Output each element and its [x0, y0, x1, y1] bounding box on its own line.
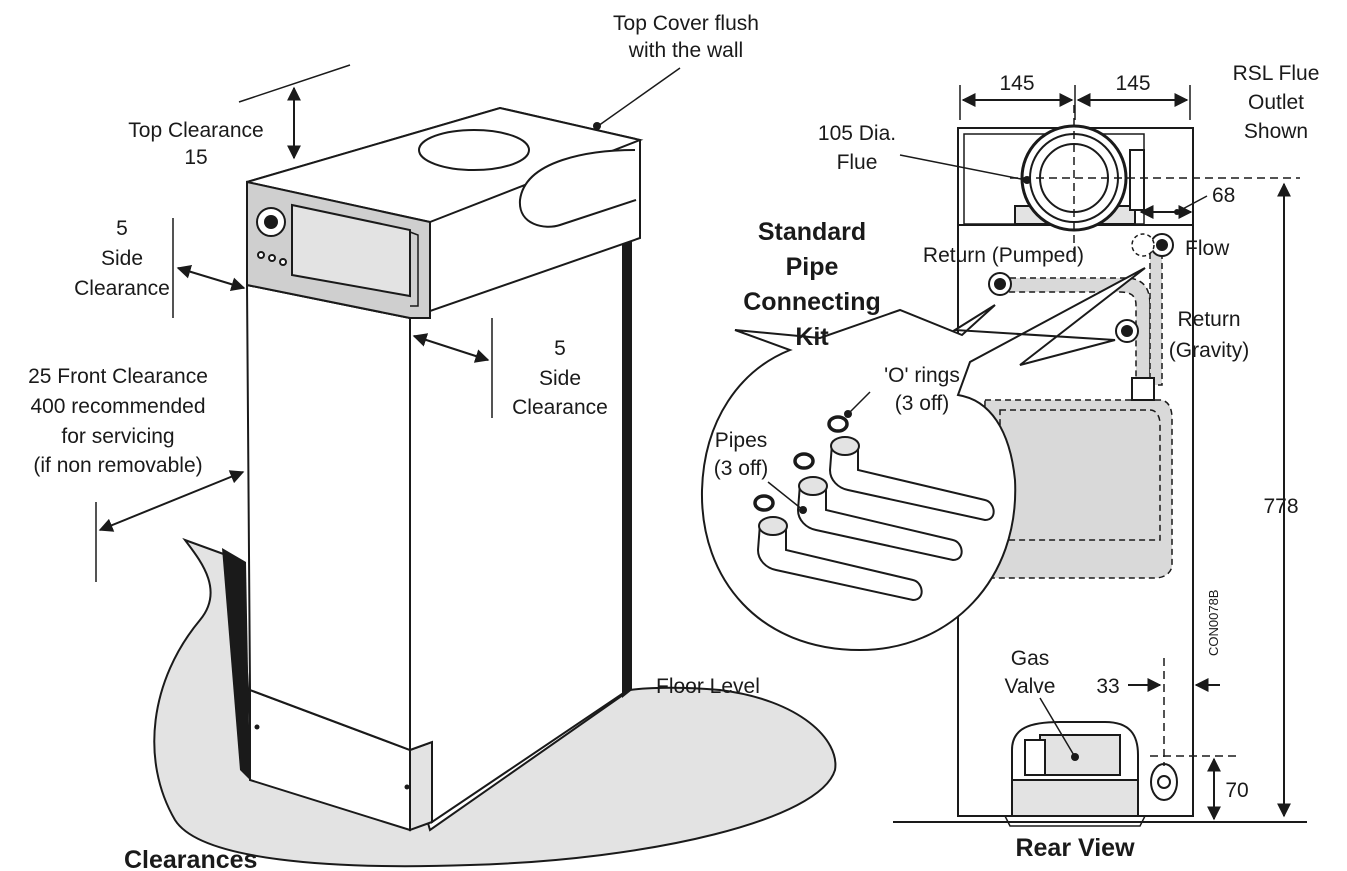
side-clearance-left-1: 5: [116, 217, 128, 240]
return-pumped-label: Return (Pumped): [923, 244, 1084, 267]
kit-title-3: Connecting: [743, 288, 881, 316]
rsl-label-3: Shown: [1244, 120, 1308, 143]
side-recess: [518, 149, 637, 228]
front-clearance-4: (if non removable): [33, 454, 202, 477]
flue-label-2: Flue: [837, 151, 878, 174]
gas-valve: [1011, 721, 1139, 817]
kit-title-1: Standard: [758, 218, 866, 246]
return-gravity-label-2: (Gravity): [1169, 339, 1250, 362]
pipes-label-1: Pipes: [715, 429, 768, 452]
dim-778: 778: [1263, 495, 1298, 518]
dim-33: 33: [1096, 675, 1119, 698]
return-gravity-label-1: Return: [1177, 308, 1240, 331]
side-clearance-left-3: Clearance: [74, 277, 170, 300]
gas-inlet: [1150, 763, 1178, 801]
o-rings-label-1: 'O' rings: [884, 364, 960, 387]
gas-valve-label-2: Valve: [1005, 675, 1056, 698]
flow-label: Flow: [1185, 237, 1230, 260]
flue-label-1: 105 Dia.: [818, 122, 896, 145]
dim-70: 70: [1225, 779, 1248, 802]
kit-title-2: Pipe: [786, 253, 839, 281]
drawing-code: CON0078B: [1206, 590, 1221, 656]
boiler-front-panel: [245, 283, 411, 752]
return-pumped-fitting: [988, 272, 1012, 296]
front-clearance-3: for servicing: [61, 425, 174, 448]
side-clearance-right-1: 5: [554, 337, 566, 360]
dim-145-right: 145: [1115, 72, 1150, 95]
top-cover-oval: [418, 129, 530, 171]
top-cover-label-2: with the wall: [628, 39, 743, 62]
gas-valve-label-1: Gas: [1011, 647, 1050, 670]
side-clearance-right-2: Side: [539, 367, 581, 390]
kit-o-rings: [753, 415, 849, 512]
callout-bubble: [700, 267, 1146, 652]
side-clearance-left-2: Side: [101, 247, 143, 270]
clearances-view: Top Clearance 15 Top Cover flush with th…: [28, 12, 837, 871]
rsl-label-1: RSL Flue: [1233, 62, 1320, 85]
return-gravity-fitting: [1115, 319, 1139, 343]
rear-view-title: Rear View: [1015, 834, 1135, 862]
rear-view: 145 145 RSL Flue Outlet Shown 105 Dia. F…: [818, 62, 1319, 862]
kit-pipes: [756, 436, 995, 602]
top-cover-label-1: Top Cover flush: [613, 12, 759, 35]
top-clearance-label-2: 15: [184, 146, 207, 169]
rsl-label-2: Outlet: [1248, 91, 1304, 114]
front-clearance-2: 400 recommended: [30, 395, 205, 418]
pipe-kit-callout: 'O' rings (3 off) Pipes (3 off) Standard…: [700, 218, 1146, 652]
dim-68: 68: [1212, 184, 1235, 207]
top-clearance-label-1: Top Clearance: [128, 119, 263, 142]
pipes-label-2: (3 off): [714, 457, 768, 480]
dim-145-left: 145: [999, 72, 1034, 95]
kit-title-4: Kit: [795, 323, 829, 351]
floor-level-label: Floor Level: [656, 675, 760, 698]
flow-fitting: [1131, 233, 1174, 257]
side-clearance-right-3: Clearance: [512, 396, 608, 419]
o-rings-label-2: (3 off): [895, 392, 949, 415]
front-clearance-1: 25 Front Clearance: [28, 365, 208, 388]
clearances-title: Clearances: [124, 846, 257, 871]
